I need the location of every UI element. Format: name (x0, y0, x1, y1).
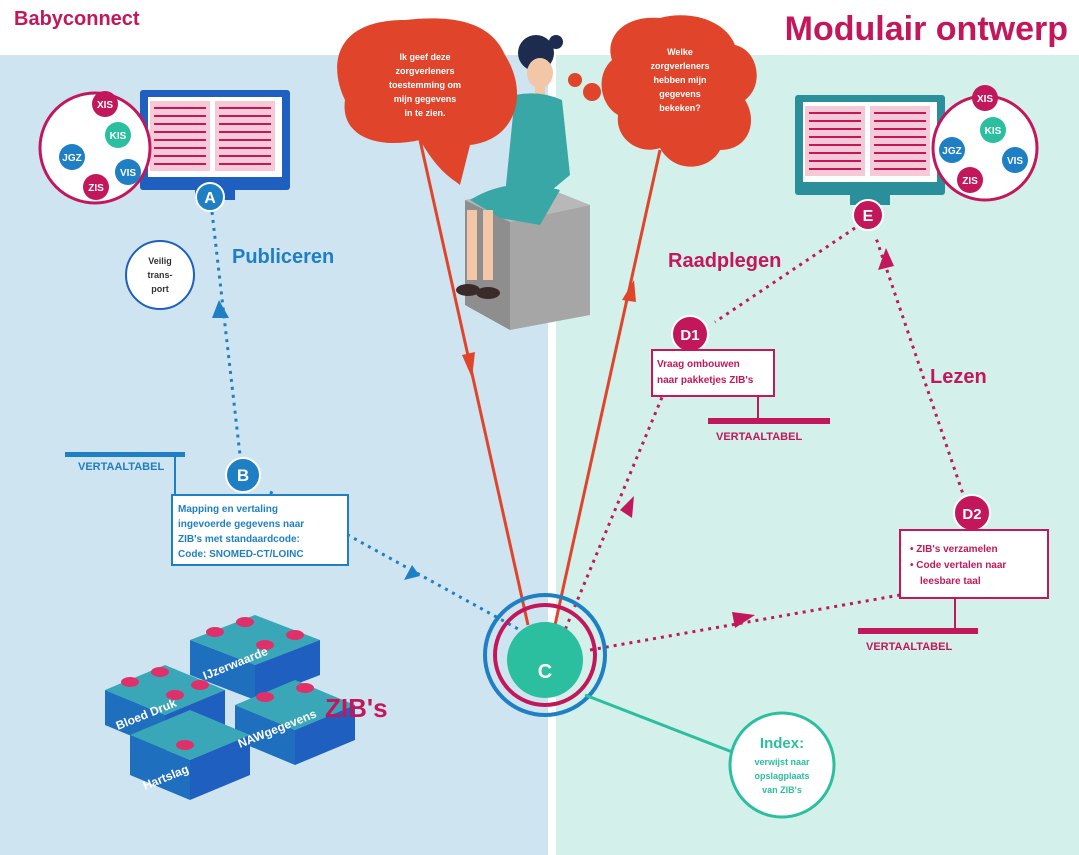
flow-c-d2-arrow (732, 612, 755, 628)
speech-right-line-5: bekeken? (659, 103, 701, 113)
right-circle-kis: KIS (985, 126, 1002, 137)
vertaaltabel-d2-bar (858, 628, 978, 634)
flow-a-b (210, 211, 242, 456)
flow-d2-e (873, 234, 967, 501)
index-circle (728, 711, 836, 819)
node-b-line-2: ingevoerde gegevens naar (178, 519, 304, 530)
vertaaltabel-d2: VERTAALTABEL (866, 641, 952, 653)
speech-left-line-3: toestemming om (389, 80, 461, 90)
panel-divider (548, 55, 556, 855)
transport-badge (125, 240, 195, 310)
left-circle-jgz: JGZ (62, 153, 81, 164)
vertaaltabel-b-bar (65, 452, 185, 457)
node-b (225, 457, 261, 493)
right-monitor (795, 95, 945, 205)
label-zibs: ZIB's (325, 693, 388, 723)
index-connector (584, 693, 741, 757)
red-arrow-right-head (622, 280, 636, 302)
label-raadplegen: Raadplegen (668, 250, 781, 272)
right-circle-jgz: JGZ (942, 146, 961, 157)
index-title: Index: (760, 735, 804, 752)
node-b-label: B (237, 466, 249, 485)
flow-a-b-arrow (212, 300, 229, 318)
transport-line-3: port (151, 284, 169, 294)
index-line-2: opslagplaats (754, 771, 809, 781)
speech-left-line-4: mijn gegevens (394, 94, 457, 104)
speech-right-line-2: zorgverleners (650, 61, 709, 71)
node-d2-line-2: • Code vertalen naar (910, 560, 1006, 571)
index-line-1: verwijst naar (754, 757, 810, 767)
speech-left-line-2: zorgverleners (395, 66, 454, 76)
right-circle-zis: ZIS (962, 176, 978, 187)
node-b-line-1: Mapping en vertaling (178, 504, 278, 515)
patient-figure (456, 35, 590, 330)
node-d1-label: D1 (680, 327, 699, 344)
node-e (852, 199, 884, 231)
flow-d2-e-arrow (878, 248, 894, 270)
left-systems-ring (38, 91, 152, 205)
thought-bubble-right (568, 15, 757, 167)
left-circle-vis: VIS (120, 168, 136, 179)
transport-line-1: Veilig (148, 256, 172, 266)
flow-d1-c (563, 389, 667, 631)
right-circle-vis: VIS (1007, 156, 1023, 167)
node-d1-box (651, 349, 775, 397)
speech-right-line-3: hebben mijn (653, 75, 706, 85)
node-b-line-4: Code: SNOMED-CT/LOINC (178, 549, 304, 560)
left-circle-xis: XIS (97, 100, 113, 111)
page-title: Modulair ontwerp (785, 10, 1068, 48)
node-e-label: E (863, 208, 874, 225)
node-d2-line-1: • ZIB's verzamelen (910, 544, 998, 555)
node-a-label: A (204, 190, 216, 207)
zib-blocks (105, 615, 355, 800)
label-lezen: Lezen (930, 366, 987, 388)
flow-b-c-arrow (404, 565, 420, 580)
left-circle-kis: KIS (110, 131, 127, 142)
red-arrow-left (418, 139, 530, 626)
label-publiceren: Publiceren (232, 246, 334, 268)
node-c-label: C (538, 661, 552, 683)
red-arrow-right (553, 149, 662, 626)
speech-bubble-left (337, 18, 518, 185)
flow-d1-c-arrow (620, 496, 634, 518)
node-c (507, 622, 583, 698)
vertaaltabel-b: VERTAALTABEL (78, 461, 164, 473)
node-c-outer-ring (483, 593, 607, 717)
index-line-3: van ZIB's (762, 785, 802, 795)
node-b-line-3: ZIB's met standaardcode: (178, 534, 300, 545)
speech-left-line-5: in te zien. (404, 108, 445, 118)
node-c-inner-ring (493, 603, 597, 707)
transport-line-2: trans- (147, 270, 172, 280)
node-d1-line-1: Vraag ombouwen (657, 359, 740, 370)
node-b-box (171, 494, 349, 566)
vertaaltabel-d1: VERTAALTABEL (716, 431, 802, 443)
node-d2-box (899, 529, 1049, 599)
speech-right-line-4: gegevens (659, 89, 701, 99)
node-d2-line-3: leesbare taal (920, 576, 981, 587)
speech-right-line-1: Welke (667, 47, 693, 57)
node-a (195, 182, 225, 212)
vertaaltabel-d1-bar (708, 418, 830, 424)
left-monitor (140, 90, 290, 200)
node-d1-line-2: naar pakketjes ZIB's (657, 375, 754, 386)
node-d2-label: D2 (962, 506, 981, 523)
right-circle-xis: XIS (977, 94, 993, 105)
left-circle-zis: ZIS (88, 183, 104, 194)
right-systems-ring (931, 85, 1039, 202)
red-arrow-left-head (462, 352, 475, 378)
logo: Babyconnect (14, 8, 140, 30)
speech-left-line-1: Ik geef deze (399, 52, 450, 62)
